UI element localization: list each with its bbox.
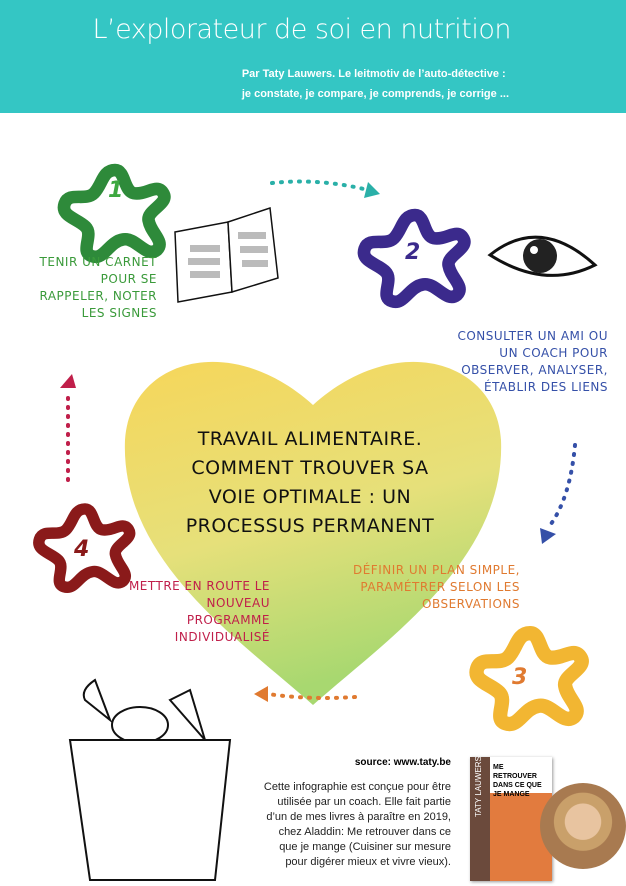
step-2-number: 2 — [405, 240, 421, 265]
blob-3 — [477, 633, 582, 724]
notebook-illustration — [174, 206, 279, 303]
subtitle-line-1: Par Taty Lauwers. Le leitmotiv de l’auto… — [241, 68, 506, 80]
center-heading: Travail alimentaire. Comment trouver sa … — [185, 428, 435, 537]
page-title: L’explorateur de soi en nutrition — [92, 14, 512, 45]
step-1-number: 1 — [108, 178, 124, 203]
grocery-bag-illustration — [68, 678, 232, 881]
step-4-number: 4 — [74, 537, 90, 562]
arrow-1-to-2 — [270, 179, 380, 198]
book-author: TATY LAUWERS — [474, 756, 483, 817]
step-3-number: 3 — [512, 665, 528, 690]
step-3-label: Définir un plan simple, paramétrer selon… — [352, 563, 520, 611]
book-cover: TATY LAUWERS ME RETROUVER DANS CE QUE JE… — [470, 756, 552, 881]
arrow-2-to-3 — [540, 443, 577, 544]
subtitle-line-2: je constate, je compare, je comprends, j… — [241, 88, 509, 100]
heart-shape — [124, 361, 502, 705]
step-2-label: Consulter un ami ou un coach pour observ… — [457, 329, 608, 394]
source-text: source: www.taty.be — [354, 757, 451, 768]
subtitle: Par Taty Lauwers. Le leitmotiv de l’auto… — [242, 64, 509, 104]
book-spine: TATY LAUWERS — [470, 756, 490, 881]
arrow-4-to-1 — [60, 374, 76, 482]
book-title: ME RETROUVER DANS CE QUE JE MANGE — [490, 757, 552, 798]
header-banner: L’explorateur de soi en nutrition Par Ta… — [0, 0, 626, 113]
author-photo — [540, 783, 626, 869]
eye-illustration — [487, 235, 598, 277]
arrow-3-to-4 — [254, 686, 357, 702]
step-1-label: Tenir un carnet pour se rappeler, noter … — [39, 255, 157, 320]
description-text: Cette infographie est conçue pour être u… — [263, 781, 451, 868]
step-4-label: Mettre en route le nouveau programme ind… — [128, 579, 270, 644]
